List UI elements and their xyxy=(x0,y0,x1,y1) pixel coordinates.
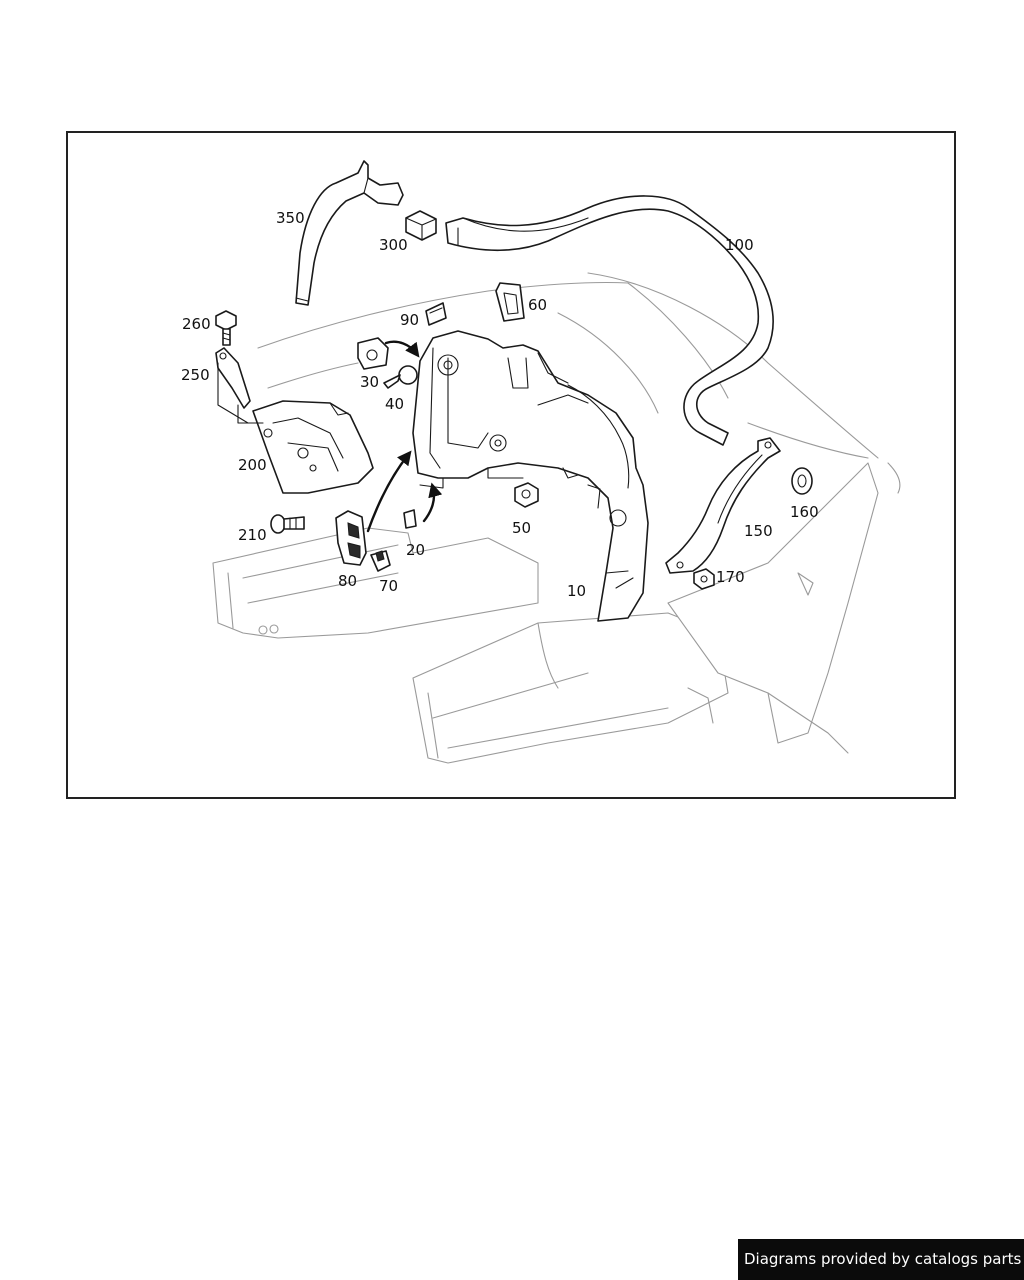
part-150-brace xyxy=(665,437,781,574)
callout-150: 150 xyxy=(744,522,773,540)
part-200-plate xyxy=(252,400,374,494)
part-60-clip xyxy=(495,282,525,322)
part-300-block xyxy=(405,210,437,241)
diagram-frame: 350 300 100 60 90 260 30 250 40 200 50 1… xyxy=(66,131,956,799)
part-170-nut xyxy=(693,568,715,590)
part-20-spacer xyxy=(403,509,417,529)
callout-210: 210 xyxy=(238,526,267,544)
callout-70: 70 xyxy=(379,577,398,595)
callout-60: 60 xyxy=(528,296,547,314)
part-70-clip xyxy=(370,550,391,572)
part-350-bracket xyxy=(295,160,404,306)
callout-170: 170 xyxy=(716,568,745,586)
part-10-panel xyxy=(412,330,649,622)
part-160-mount xyxy=(791,467,813,495)
callout-160: 160 xyxy=(790,503,819,521)
part-100-strip xyxy=(445,195,774,446)
parts-diagram: 350 300 100 60 90 260 30 250 40 200 50 1… xyxy=(181,160,901,764)
part-250-bracket xyxy=(215,347,251,424)
part-40-screw xyxy=(383,365,418,389)
callout-80: 80 xyxy=(338,572,357,590)
callout-300: 300 xyxy=(379,236,408,254)
part-90-clip xyxy=(425,302,447,326)
part-210-bolt xyxy=(270,514,305,534)
callout-260: 260 xyxy=(182,315,211,333)
callout-200: 200 xyxy=(238,456,267,474)
vehicle-body-outline xyxy=(212,272,901,764)
callout-90: 90 xyxy=(400,311,419,329)
callout-100: 100 xyxy=(725,236,754,254)
assembly-arrows xyxy=(366,340,443,533)
callout-250: 250 xyxy=(181,366,210,384)
part-50-nut xyxy=(514,482,539,508)
callout-20: 20 xyxy=(406,541,425,559)
part-30-nutplate xyxy=(357,337,389,370)
callout-30: 30 xyxy=(360,373,379,391)
leader-lines xyxy=(237,404,264,424)
callout-40: 40 xyxy=(385,395,404,413)
part-260-bolt xyxy=(215,310,237,346)
callout-10: 10 xyxy=(567,582,586,600)
callout-50: 50 xyxy=(512,519,531,537)
part-80-bracket xyxy=(335,510,367,566)
footer-credit-badge: Diagrams provided by catalogs parts xyxy=(738,1239,1024,1280)
callout-labels: 350 300 100 60 90 260 30 250 40 200 50 1… xyxy=(181,209,819,600)
callout-350: 350 xyxy=(276,209,305,227)
